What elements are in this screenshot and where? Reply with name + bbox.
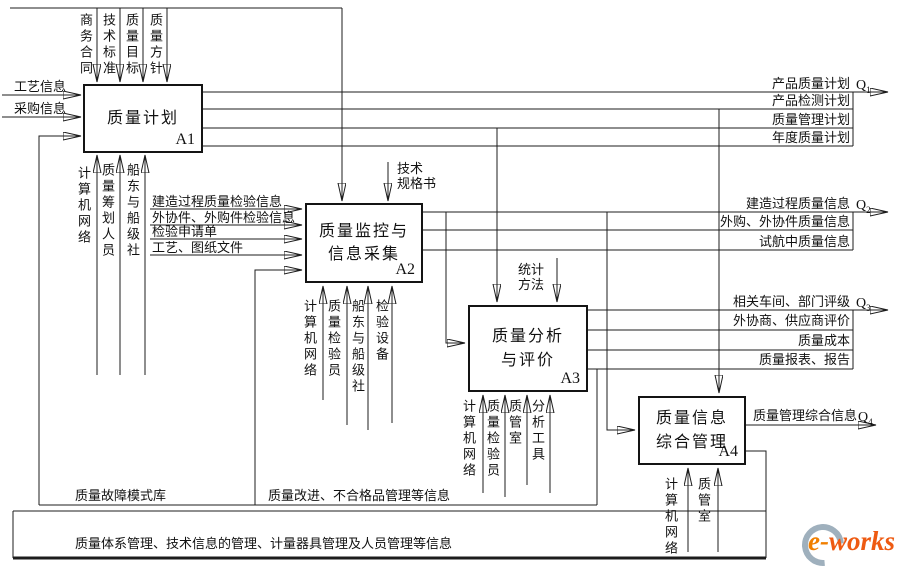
a3-mechanism-analysis-tools: 分析工具 (530, 399, 545, 463)
a2-mechanism-arrows (323, 286, 392, 430)
box-a2-quality-monitoring: 质量监控与 信息采集 A2 (305, 203, 423, 283)
a3-mechanism-computer-network: 计算机网络 (461, 399, 476, 479)
a1-output-product-quality-plan: 产品质量计划 (771, 76, 850, 91)
a3-output-quality-cost: 质量成本 (797, 333, 850, 348)
box-a1-quality-planning: 质量计划 A1 (83, 84, 203, 153)
box-a3-code: A3 (560, 369, 580, 387)
a2-output-purchased-parts-quality-info: 外购、外协件质量信息 (719, 214, 850, 229)
a2-input-construction-inspection-info: 建造过程质量检验信息 (152, 194, 283, 209)
box-a2-title-line1: 质量监控与 (318, 222, 409, 240)
a1-control-quality-objective: 质量目标 (124, 13, 139, 77)
a2-mechanism-inspection-equipment: 检验设备 (374, 299, 389, 363)
a3-output-supplier-evaluation: 外协商、供应商评价 (732, 313, 850, 328)
a1-input-process-info: 工艺信息 (14, 79, 67, 94)
a3-mechanism-arrows (483, 395, 550, 497)
a1-output-arrows (203, 92, 888, 147)
a2-output-construction-quality-info: 建造过程质量信息 (745, 196, 850, 211)
a3-mechanism-quality-inspector: 质量检验员 (485, 399, 500, 479)
q1-label: Q1 (856, 78, 871, 95)
a1-output-product-inspection-plan: 产品检测计划 (771, 93, 850, 108)
q3-label: Q3 (856, 296, 871, 313)
a1-mechanism-arrows (97, 155, 145, 375)
q2-label: Q2 (856, 198, 871, 215)
box-a3-quality-analysis: 质量分析 与评价 A3 (468, 305, 588, 392)
a1-output-annual-quality-plan: 年度质量计划 (771, 130, 850, 145)
a1-output-quality-mgmt-plan: 质量管理计划 (771, 112, 850, 127)
a2-mechanism-computer-network: 计算机网络 (302, 299, 317, 379)
a1-mechanism-quality-planners: 质量筹划人员 (100, 163, 115, 259)
box-a4-title-line2: 综合管理 (655, 433, 728, 451)
a1-control-technical-standard: 技术标准 (101, 13, 116, 77)
a1-control-arrows (10, 7, 342, 201)
box-a1-title: 质量计划 (106, 109, 179, 127)
a2-mechanism-shipowner-class-society: 船东与船级社 (350, 299, 365, 395)
a2-output-arrows (423, 212, 888, 251)
a4-mechanism-quality-office: 质管室 (696, 477, 711, 525)
a4-output-comprehensive-quality-info: 质量管理综合信息 (753, 408, 858, 423)
a2-output-sea-trial-quality-info: 试航中质量信息 (758, 234, 850, 249)
a4-output-arrow (746, 425, 876, 558)
a3-output-arrows (588, 310, 888, 370)
a2-input-arrows (150, 209, 302, 505)
a3-output-workshop-dept-rating: 相关车间、部门评级 (732, 294, 850, 309)
bottom-feedback-lines (12, 369, 766, 560)
q4-label: Q4 (858, 410, 873, 427)
a3-mechanism-quality-office: 质管室 (507, 399, 522, 447)
box-a4-quality-info-management: 质量信息 综合管理 A4 (638, 396, 746, 465)
box-a2-code: A2 (395, 260, 415, 278)
box-a1-code: A1 (175, 130, 195, 148)
a1-input-procurement-info: 采购信息 (14, 101, 67, 116)
a1-input-arrows (2, 95, 81, 505)
feedback-quality-improvement-info: 质量改进、不合格品管理等信息 (268, 488, 451, 503)
a2-mechanism-quality-inspector: 质量检验员 (326, 299, 341, 379)
a1-control-quality-policy: 质量方针 (148, 13, 163, 77)
a2-input-process-drawing-files: 工艺、图纸文件 (152, 240, 244, 255)
a3-control-statistical-methods: 统计方法 (518, 262, 545, 292)
box-a4-title-line1: 质量信息 (655, 410, 728, 428)
a3-input-arrow (445, 212, 465, 343)
a4-mechanism-computer-network: 计算机网络 (663, 477, 678, 557)
a1-mechanism-computer-network: 计算机网络 (76, 166, 91, 246)
box-a2-title-line2: 信息采集 (327, 246, 400, 263)
box-a3-title-line2: 与评价 (500, 351, 555, 369)
a4-input-arrow (606, 212, 635, 430)
feedback-fault-mode-library: 质量故障模式库 (75, 488, 167, 503)
a3-control-arrows (497, 128, 557, 302)
box-a3-title-line1: 质量分析 (491, 328, 564, 346)
a4-mechanism-arrows (688, 468, 718, 552)
eworks-logo-text: e-works (808, 526, 896, 556)
a2-input-outsourced-parts-inspection-info: 外协件、外购件检验信息 (152, 210, 296, 225)
feedback-quality-system-mgmt-info: 质量体系管理、技术信息的管理、计量器具管理及人员管理等信息 (75, 536, 453, 551)
a1-control-business-contract: 商务合同 (78, 13, 93, 77)
a3-output-quality-reports: 质量报表、报告 (758, 352, 850, 367)
box-a4-code: A4 (718, 442, 738, 460)
a2-input-inspection-application: 检验申请单 (152, 224, 218, 239)
eworks-logo: e-works (793, 515, 905, 569)
a2-control-technical-spec: 技术规格书 (397, 161, 437, 191)
a1-mechanism-shipowner-class-society: 船东与船级社 (125, 163, 140, 259)
